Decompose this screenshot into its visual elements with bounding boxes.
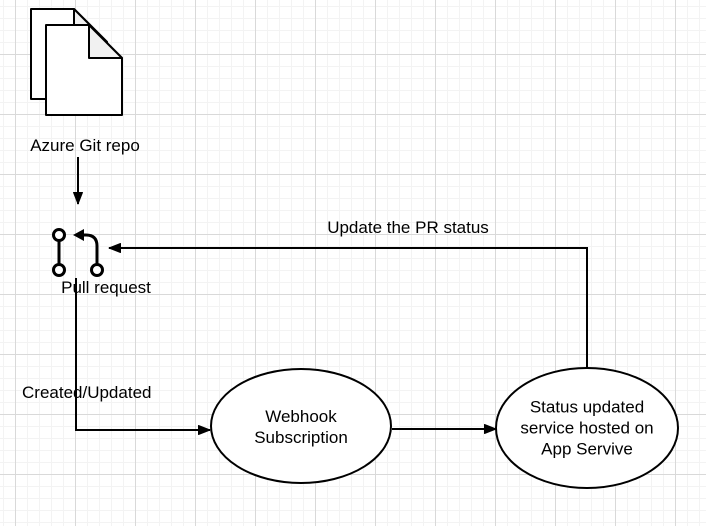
azure-git-repo-label[interactable]: Azure Git repo (30, 136, 140, 155)
pull-request-node[interactable] (52, 228, 104, 277)
webhook-subscription-label-line2: Subscription (254, 428, 348, 447)
update-pr-status-edge-label[interactable]: Update the PR status (327, 218, 489, 237)
edge-pr-to-webhook[interactable] (75, 278, 211, 435)
app-service-label-line2: service hosted on (520, 418, 654, 438)
created-updated-edge-label[interactable]: Created/Updated (22, 383, 152, 402)
webhook-subscription-label-line1: Webhook (265, 407, 337, 426)
documents-icon (30, 8, 123, 116)
app-service-label-line1: Status updated (529, 397, 645, 417)
app-service-node[interactable] (495, 367, 679, 489)
app-service-label-line3: App Servive (541, 439, 633, 459)
app-service-label[interactable]: Status updated service hosted on App Ser… (520, 397, 653, 460)
edge-service-to-pr[interactable] (108, 243, 588, 368)
pull-request-label[interactable]: Pull request (61, 278, 151, 297)
git-pull-request-icon (52, 228, 104, 277)
azure-git-repo-node[interactable] (30, 8, 123, 116)
webhook-subscription-node[interactable] (210, 368, 392, 484)
webhook-subscription-label[interactable]: Webhook Subscription (254, 406, 348, 448)
